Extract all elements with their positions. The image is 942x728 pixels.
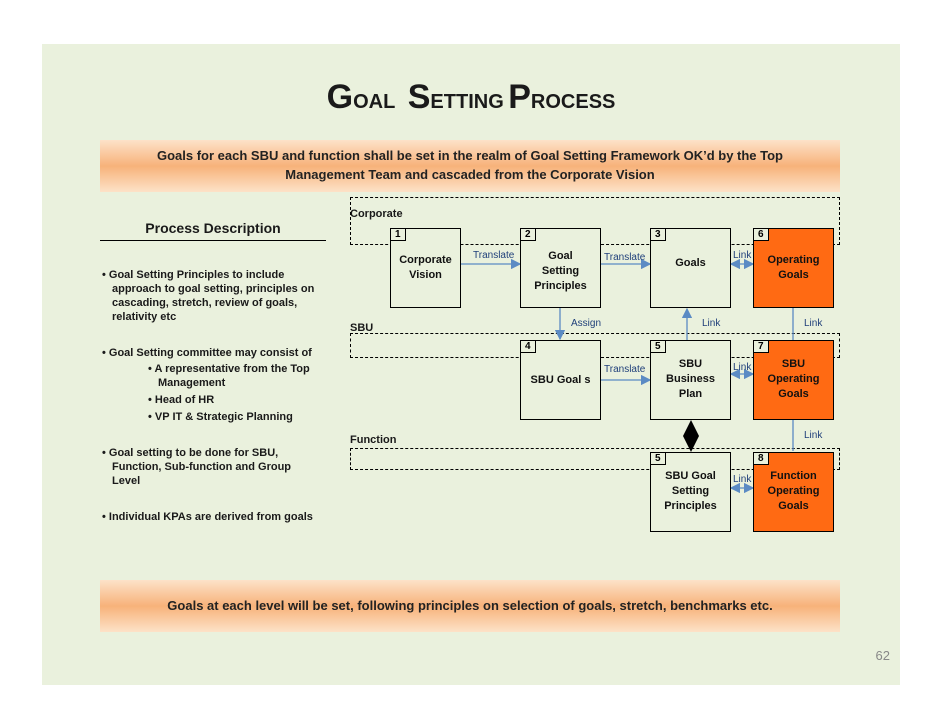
- page-title: GOAL SETTING PROCESS: [326, 78, 616, 116]
- box-goals: 3 Goals: [650, 228, 731, 308]
- box-operating-goals: 6 Operating Goals: [753, 228, 834, 308]
- top-banner: Goals for each SBU and function shall be…: [100, 140, 840, 192]
- label-assign: Assign: [571, 318, 602, 329]
- top-banner-line2: Management Team and cascaded from the Co…: [285, 167, 655, 182]
- label-link-3-6: Link: [733, 250, 752, 261]
- box-function-operating-goals: 8 Function Operating Goals: [753, 452, 834, 532]
- process-item-1: • Goal Setting Principles to include app…: [102, 269, 315, 323]
- label-link-7-8: Link: [804, 430, 823, 441]
- label-translate-2: Translate: [604, 252, 646, 263]
- process-item-2: • Goal Setting committee may consist of: [102, 347, 312, 359]
- box-sbu-business-plan: 5 SBU Business Plan: [650, 340, 731, 420]
- process-subitems: • A representative from the Top Manageme…: [148, 363, 310, 423]
- function-band: [350, 448, 840, 470]
- box-sbu-operating-goals: 7 SBU Operating Goals: [753, 340, 834, 420]
- level-corporate-label: Corporate: [350, 208, 403, 220]
- label-translate-1: Translate: [473, 250, 515, 261]
- box-goal-setting-principles: 2 Goal Setting Principles: [520, 228, 601, 308]
- box-sbu-goal-setting-principles: 5 SBU Goal Setting Principles: [650, 452, 731, 532]
- label-link-5-7: Link: [733, 362, 752, 373]
- heading-divider: [100, 240, 326, 241]
- box-sbu-goals: 4 SBU Goal s: [520, 340, 601, 420]
- process-heading: Process Description: [145, 220, 281, 236]
- process-item-3: • Goal setting to be done for SBU, Funct…: [102, 447, 292, 487]
- label-translate-3: Translate: [604, 364, 646, 375]
- top-banner-line1: Goals for each SBU and function shall be…: [156, 148, 784, 163]
- label-link-5-3: Link: [702, 318, 721, 329]
- level-sbu-label: SBU: [350, 322, 374, 334]
- label-link-5b-8: Link: [733, 474, 752, 485]
- process-item-4: • Individual KPAs are derived from goals: [102, 511, 313, 523]
- page-number: 62: [875, 648, 890, 663]
- box-corporate-vision: 1 Corporate Vision: [390, 228, 461, 308]
- bottom-banner: Goals at each level will be set, followi…: [100, 580, 840, 632]
- level-function-label: Function: [350, 434, 397, 446]
- label-link-6-7: Link: [804, 318, 823, 329]
